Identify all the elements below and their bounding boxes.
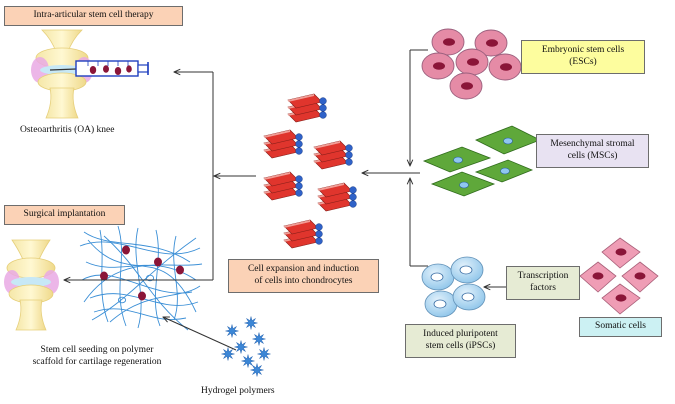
somatic-cells-box: Somatic cells (579, 317, 662, 337)
esc-box: Embryonic stem cells (ESCs) (521, 40, 645, 74)
esc-line1: Embryonic stem cells (541, 45, 625, 56)
culture-flask (287, 93, 327, 123)
scaffold-caption: Stem cell seeding on polymer scaffold fo… (4, 345, 190, 369)
hydrogel-star-icon (225, 324, 239, 338)
hydrogel-star-icon (250, 363, 264, 377)
somatic-cells-label: Somatic cells (595, 321, 646, 332)
msc-line1: Mesenchymal stromal (550, 139, 635, 150)
syringe-icon (49, 60, 149, 77)
surgical-implantation-box: Surgical implantation (4, 205, 125, 225)
hydrogel-star-icon (252, 332, 266, 346)
transcription-factors-box: Transcription factors (506, 266, 580, 300)
polymer-scaffold (79, 225, 203, 331)
ipsc-line2: stem cells (iPSCs) (425, 341, 496, 351)
msc-box: Mesenchymal stromal cells (MSCs) (536, 134, 649, 168)
culture-flasks (263, 93, 357, 249)
hydrogel-star-icon (234, 340, 248, 354)
hydrogel-star-icon (241, 354, 255, 368)
msc-line2: cells (MSCs) (567, 151, 618, 161)
culture-flask (283, 219, 323, 249)
mesenchymal-stromal-cells-illustration (422, 125, 541, 197)
connectors (64, 49, 580, 351)
cell-expansion-box: Cell expansion and induction of cells in… (228, 259, 379, 293)
seeded-cells (100, 245, 184, 304)
ipsc-box: Induced pluripotent stem cells (iPSCs) (405, 324, 516, 358)
hydrogel-label: Hydrogel polymers (201, 386, 275, 396)
esc-line2: (ESCs) (569, 57, 597, 67)
hydrogel-star-icon (257, 347, 271, 361)
oa-knee-illustration (31, 29, 93, 119)
culture-flask (263, 129, 303, 159)
induced-pluripotent-stem-cells-illustration (421, 256, 486, 318)
cell-expansion-line2: of cells into chondrocytes (254, 276, 353, 286)
surgical-implantation-label: Surgical implantation (23, 209, 106, 220)
intra-articular-box: Intra-articular stem cell therapy (4, 6, 183, 26)
transcription-line2: factors (530, 283, 556, 293)
hydrogel-polymers-illustration (221, 316, 271, 377)
culture-flask (317, 182, 357, 212)
implant-knee-illustration (4, 239, 59, 331)
hydrogel-star-icon (221, 347, 235, 361)
oa-knee-label: Osteoarthritis (OA) knee (20, 125, 115, 135)
hydrogel-star-icon (244, 316, 258, 330)
cell-expansion-line1: Cell expansion and induction (247, 264, 360, 275)
intra-articular-label: Intra-articular stem cell therapy (33, 10, 154, 21)
somatic-cells-illustration (579, 237, 659, 315)
culture-flask (263, 171, 303, 201)
ipsc-line1: Induced pluripotent (423, 329, 498, 340)
arrow-to-scaffold (163, 317, 237, 351)
scaffold-caption-line2: scaffold for cartilage regeneration (32, 356, 162, 367)
embryonic-stem-cells-illustration (421, 28, 522, 100)
transcription-line1: Transcription (517, 271, 569, 282)
scaffold-caption-line1: Stem cell seeding on polymer (40, 345, 154, 355)
culture-flask (313, 140, 353, 170)
